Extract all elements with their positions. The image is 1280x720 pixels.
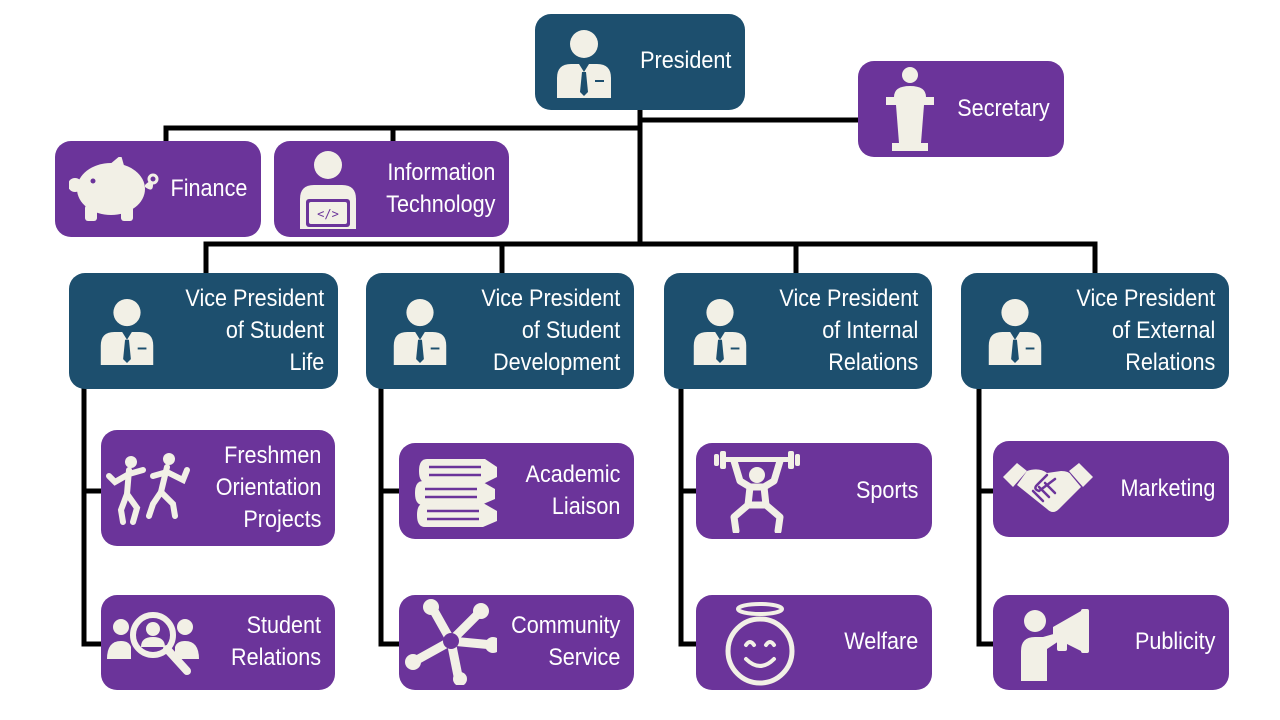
person-with-tie-icon <box>688 297 752 365</box>
sports-label: Sports <box>855 477 918 504</box>
secretary-label: Secretary <box>957 95 1050 122</box>
freshmen-orientation-projects-label: Freshmen Orientation Projects <box>215 442 321 533</box>
academic-liaison-label: Academic Liaison <box>525 461 620 520</box>
finance-label: Finance <box>170 175 247 202</box>
student-relations-label: Student Relations <box>230 612 321 671</box>
sports-box: Sports <box>696 443 932 539</box>
president-box: President <box>535 14 745 110</box>
publicity-label: Publicity <box>1134 628 1215 655</box>
weightlifter-icon <box>714 451 800 533</box>
piggy-bank-icon <box>69 157 159 223</box>
president-label: President <box>639 47 731 74</box>
vp-external-relations-box: Vice President of External Relations <box>961 273 1229 389</box>
vp-student-life-box: Vice President of Student Life <box>69 273 338 389</box>
laptop-user-icon: </> <box>294 149 362 229</box>
person-with-tie-icon <box>388 297 452 365</box>
people-search-icon <box>107 609 199 677</box>
vp-internal-relations-box: Vice President of Internal Relations <box>664 273 932 389</box>
person-with-tie-icon <box>95 297 159 365</box>
vp-student-development-label: Vice President of Student Development <box>481 285 620 376</box>
vp-internal-relations-label: Vice President of Internal Relations <box>779 285 918 376</box>
megaphone-person-icon <box>1019 607 1091 681</box>
person-with-tie-icon <box>555 28 613 98</box>
student-relations-box: Student Relations <box>101 595 335 690</box>
dancing-people-icon <box>103 452 195 526</box>
vp-student-development-box: Vice President of Student Development <box>366 273 634 389</box>
joined-hands-icon <box>405 599 497 685</box>
information-technology-box: </> Information Technology <box>274 141 509 237</box>
marketing-box: Marketing <box>993 441 1229 537</box>
handshake-icon <box>1003 461 1093 517</box>
vp-student-life-label: Vice President of Student Life <box>185 285 324 376</box>
marketing-label: Marketing <box>1120 475 1215 502</box>
books-stack-icon <box>415 453 501 529</box>
information-technology-label: Information Technology <box>385 159 495 218</box>
finance-box: Finance <box>55 141 261 237</box>
freshmen-orientation-projects-box: Freshmen Orientation Projects <box>101 430 335 546</box>
welfare-box: Welfare <box>696 595 932 690</box>
person-with-tie-icon <box>983 297 1047 365</box>
svg-text:</>: </> <box>317 207 339 221</box>
academic-liaison-box: Academic Liaison <box>399 443 634 539</box>
vp-external-relations-label: Vice President of External Relations <box>1076 285 1215 376</box>
community-service-box: Community Service <box>399 595 634 690</box>
community-service-label: Community Service <box>510 612 620 671</box>
secretary-box: Secretary <box>858 61 1064 157</box>
welfare-label: Welfare <box>843 628 918 655</box>
smiley-halo-icon <box>718 601 802 687</box>
publicity-box: Publicity <box>993 595 1229 690</box>
podium-speaker-icon <box>884 67 936 151</box>
